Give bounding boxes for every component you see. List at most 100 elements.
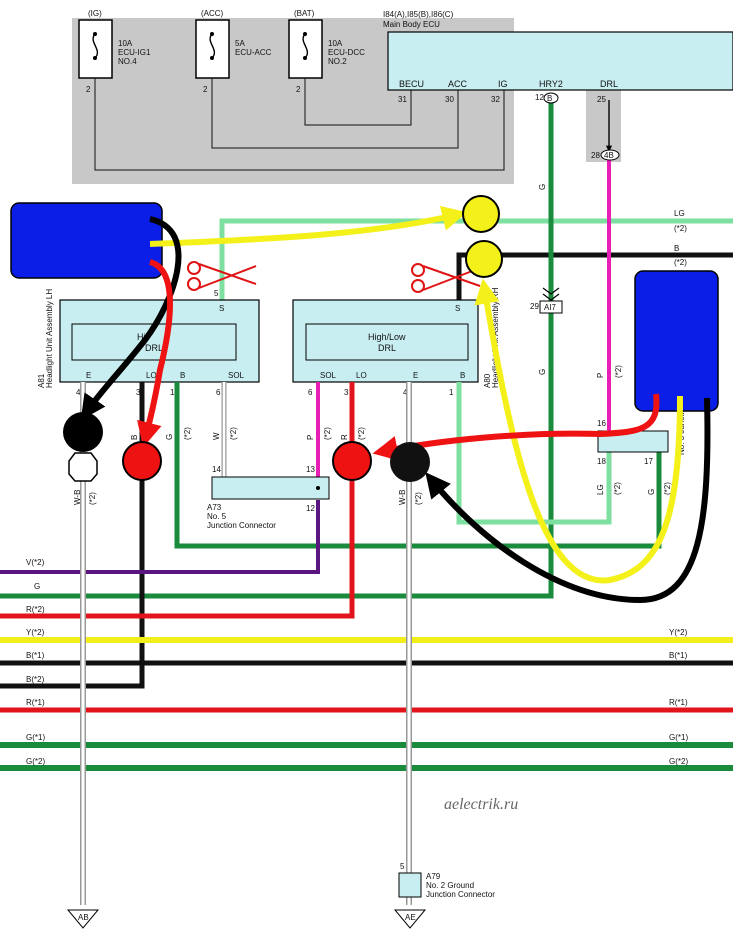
svg-text:S: S — [219, 304, 224, 313]
svg-text:AB: AB — [78, 913, 89, 922]
svg-text:B(*1): B(*1) — [26, 651, 45, 660]
svg-text:R(*1): R(*1) — [26, 698, 45, 707]
svg-text:Y(*2): Y(*2) — [26, 628, 45, 637]
svg-text:29: 29 — [530, 302, 539, 311]
black-marker-right — [390, 442, 430, 482]
fuse-circuit-label: (IG) — [88, 9, 102, 18]
fuse-ig: (IG) 10A ECU-IG1 NO.4 2 — [78, 9, 151, 94]
svg-text:3: 3 — [344, 388, 349, 397]
wire-code-lg: LG — [674, 209, 685, 218]
ecu-terminal-label: BECU — [399, 79, 424, 89]
fuse-circuit-label: (BAT) — [294, 9, 315, 18]
svg-text:G: G — [647, 489, 656, 495]
svg-text:W: W — [212, 432, 221, 440]
ecu-terminal-pin: 25 — [597, 95, 606, 104]
blue-lamp-block-right — [634, 270, 719, 412]
svg-text:A73: A73 — [207, 503, 222, 512]
svg-text:DRL: DRL — [378, 343, 396, 353]
svg-text:12: 12 — [306, 504, 315, 513]
lg-wire — [219, 218, 733, 300]
svg-text:A80: A80 — [483, 373, 492, 388]
svg-text:28: 28 — [591, 151, 600, 160]
svg-text:A81: A81 — [37, 373, 46, 388]
svg-text:G(*2): G(*2) — [26, 757, 45, 766]
bus-wire-red-1: R(*1) R(*1) — [0, 698, 733, 713]
fuse-acc: (ACC) 5A ECU-ACC 2 — [195, 9, 272, 94]
svg-text:B(*2): B(*2) — [26, 675, 45, 684]
svg-text:R(*1): R(*1) — [669, 698, 688, 707]
svg-text:1: 1 — [170, 388, 175, 397]
svg-text:6: 6 — [216, 388, 221, 397]
svg-text:A79: A79 — [426, 872, 441, 881]
black-wire-right — [425, 397, 711, 604]
lh-lo-black-wire — [0, 382, 145, 689]
svg-text:E: E — [86, 371, 91, 380]
svg-text:(*2): (*2) — [414, 492, 423, 505]
svg-text:B: B — [180, 371, 185, 380]
svg-text:(*2): (*2) — [613, 482, 622, 495]
fuse-rating: 10A — [118, 39, 133, 48]
black-marker-left — [63, 412, 103, 452]
yellow-marker-bottom — [465, 240, 503, 278]
svg-text:R: R — [340, 434, 349, 440]
rh-b-lg-wire — [456, 382, 612, 525]
ecu-terminal-label: ACC — [448, 79, 468, 89]
headlight-unit-lh: Hi DRL S 5 E LO B SOL 4 3 1 6 A81 Headli… — [37, 289, 260, 397]
svg-text:SOL: SOL — [228, 371, 245, 380]
svg-text:4B: 4B — [604, 151, 614, 160]
svg-text:G: G — [165, 434, 174, 440]
bus-wire-green: G — [34, 582, 40, 591]
svg-text:18: 18 — [597, 457, 606, 466]
bus-wire-black-2: B(*2) — [26, 675, 45, 684]
a73-violet-wire — [0, 500, 320, 574]
red-marker-right — [332, 441, 372, 481]
svg-text:1: 1 — [449, 388, 454, 397]
wire-code-lg-note: (*2) — [674, 224, 687, 233]
fuse-number: NO.4 — [118, 57, 137, 66]
svg-text:5: 5 — [214, 289, 219, 298]
svg-text:DRL: DRL — [145, 343, 163, 353]
yellow-arrow-loop — [474, 278, 683, 584]
svg-text:G(*2): G(*2) — [669, 757, 688, 766]
svg-text:Y(*2): Y(*2) — [669, 628, 688, 637]
fuse-number: NO.2 — [328, 57, 347, 66]
yellow-arrow-top — [149, 205, 468, 247]
svg-text:Hi: Hi — [137, 332, 146, 342]
ecu-terminal-pin: 32 — [491, 95, 500, 104]
svg-text:16: 16 — [597, 419, 606, 428]
bus-wire-red-2: R(*2) — [26, 605, 45, 614]
svg-text:High/Low: High/Low — [368, 332, 406, 342]
scissors-icon — [187, 261, 257, 291]
svg-text:4: 4 — [76, 388, 81, 397]
svg-text:4: 4 — [403, 388, 408, 397]
ecu-terminal-label: DRL — [600, 79, 618, 89]
headlight-unit-rh: High/Low DRL S SOL LO E B 6 3 4 1 A80 He… — [292, 287, 500, 397]
svg-text:G(*1): G(*1) — [26, 733, 45, 742]
black-arrow-left — [80, 216, 182, 421]
svg-text:Junction Connector: Junction Connector — [426, 890, 495, 899]
svg-text:(*2): (*2) — [357, 427, 366, 440]
drl-gray-strip — [586, 90, 621, 162]
svg-text:6: 6 — [308, 388, 313, 397]
lh-b-green-wire — [174, 382, 662, 549]
svg-text:No. 2 Ground: No. 2 Ground — [426, 881, 474, 890]
svg-text:LO: LO — [146, 371, 157, 380]
svg-text:3: 3 — [136, 388, 141, 397]
red-arrow-right — [372, 393, 660, 461]
ai7-connector: 29 AI7 — [530, 287, 563, 314]
fuse-name: ECU-ACC — [235, 48, 272, 57]
watermark: aelectrik.ru — [444, 796, 518, 813]
bus-wire-green-2: G(*2) G(*2) — [0, 757, 733, 771]
wire-code-p-note: (*2) — [614, 365, 623, 378]
yellow-marker-top — [462, 195, 500, 233]
wire-code-g: G — [538, 369, 547, 375]
svg-text:W-B: W-B — [398, 490, 407, 505]
ground-ae: AE — [393, 909, 427, 929]
svg-text:LG: LG — [596, 484, 605, 495]
bus-wire-green-1: G(*1) G(*1) — [0, 733, 733, 748]
ecu-name: Main Body ECU — [383, 20, 440, 29]
ecu-terminal-pin: 31 — [398, 95, 407, 104]
svg-text:P: P — [306, 435, 315, 440]
svg-text:B(*1): B(*1) — [669, 651, 688, 660]
